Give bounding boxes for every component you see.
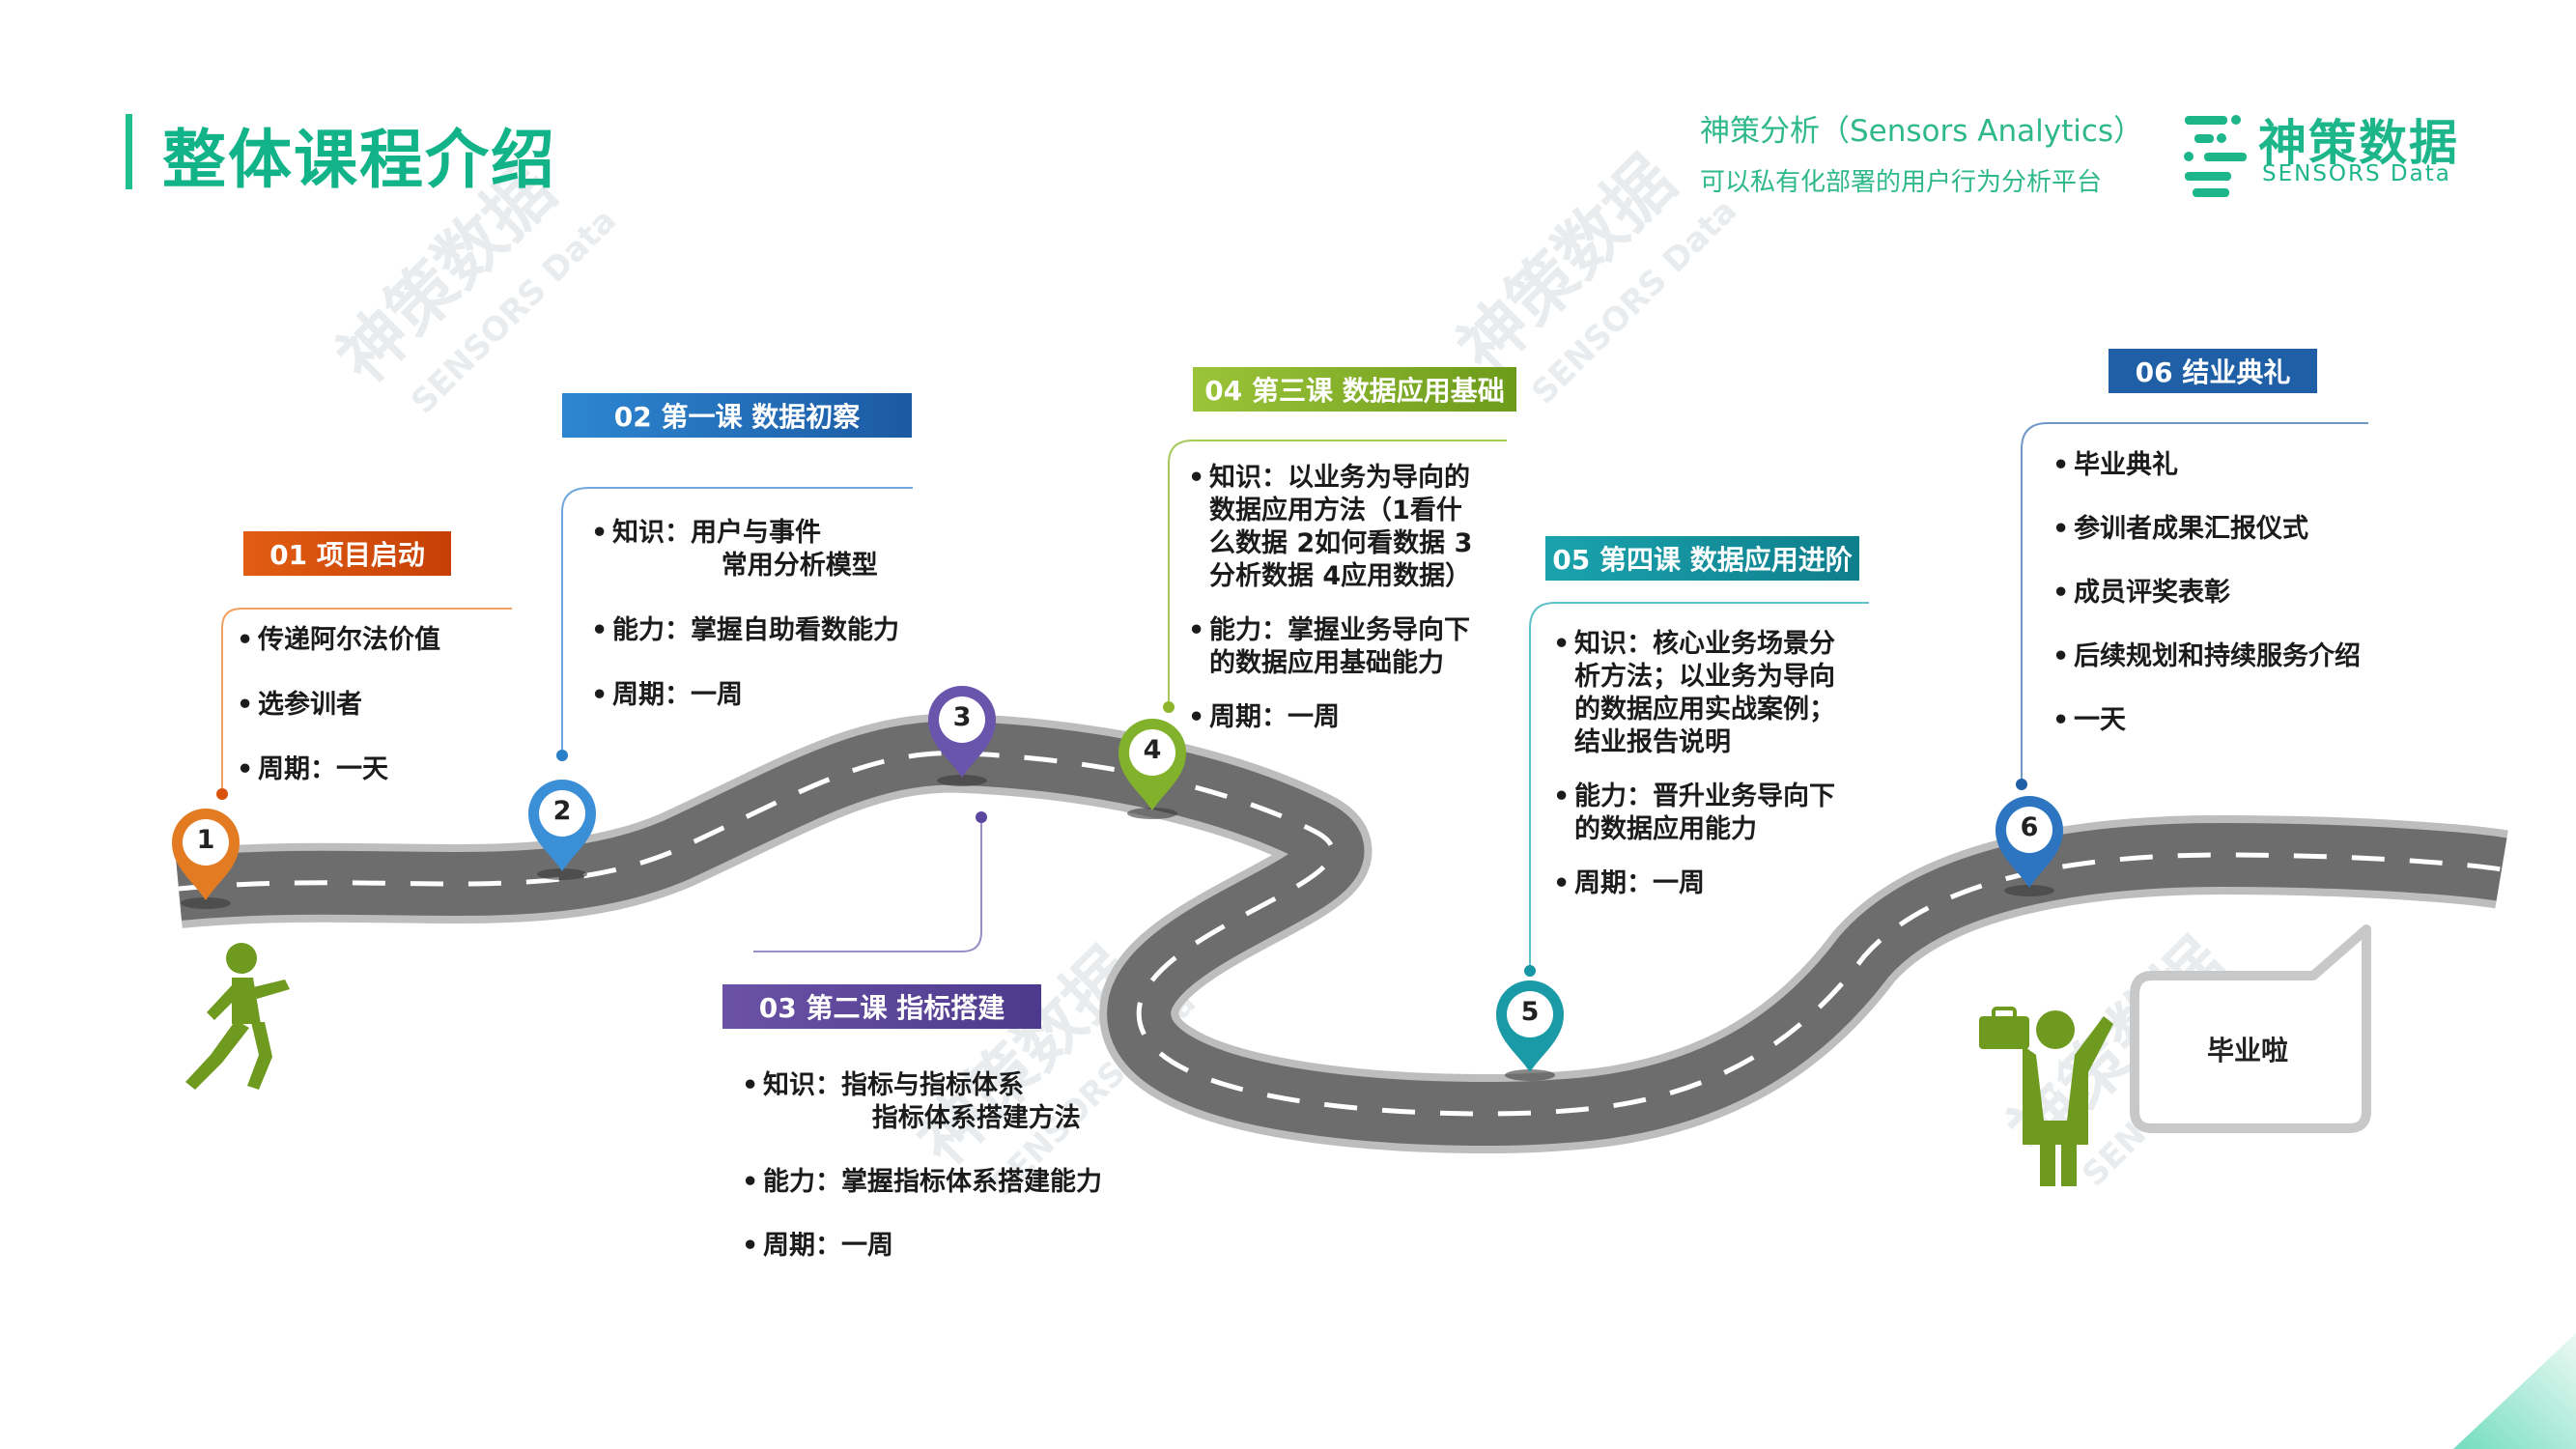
- list-item: 能力：掌握指标体系搭建能力: [742, 1166, 1102, 1199]
- stage-2-list: 知识：用户与事件 常用分析模型 能力：掌握自助看数能力 周期：一周: [591, 517, 899, 744]
- pin-number-5: 5: [1511, 997, 1549, 1027]
- stage-label-4: 04 第三课 数据应用基础: [1193, 367, 1516, 412]
- stage-6-list: 毕业典礼 参训者成果汇报仪式 成员评奖表彰 后续规划和持续服务介绍 一天: [2052, 449, 2361, 768]
- list-item: 成员评奖表彰: [2052, 577, 2361, 610]
- stage-3-list: 知识：指标与指标体系 指标体系搭建方法 能力：掌握指标体系搭建能力 周期：一周: [742, 1069, 1102, 1293]
- list-item: 能力：晋升业务导向下 的数据应用能力: [1553, 781, 1835, 846]
- list-item: 一天: [2052, 704, 2361, 737]
- corner-decoration: [2453, 1333, 2576, 1449]
- list-item: 知识：核心业务场景分 析方法；以业务为导向 的数据应用实战案例； 结业报告说明: [1553, 628, 1835, 759]
- title-accent-bar: [126, 114, 132, 189]
- stage-5-list: 知识：核心业务场景分 析方法；以业务为导向 的数据应用实战案例； 结业报告说明 …: [1553, 628, 1835, 922]
- pin-number-2: 2: [543, 796, 581, 826]
- page-title: 整体课程介绍: [162, 108, 556, 201]
- list-item: 后续规划和持续服务介绍: [2052, 640, 2361, 673]
- speech-bubble-text: 毕业啦: [2207, 1030, 2288, 1068]
- pin-number-1: 1: [186, 825, 225, 855]
- list-item: 毕业典礼: [2052, 449, 2361, 482]
- list-item: 选参训者: [237, 689, 440, 722]
- stage-1-list: 传递阿尔法价值 选参训者 周期：一天: [237, 624, 440, 818]
- logo-text-en: SENSORS Data: [2262, 161, 2451, 186]
- list-item: 周期：一周: [1188, 701, 1472, 734]
- list-item: 知识：以业务为导向的 数据应用方法（1看什 么数据 2如何看数据 3 分析数据 …: [1188, 462, 1472, 593]
- stage-label-3: 03 第二课 指标搭建: [722, 984, 1041, 1029]
- list-item: 知识：指标与指标体系 指标体系搭建方法: [742, 1069, 1102, 1135]
- stage-label-1: 01 项目启动: [243, 531, 451, 576]
- stage-4-list: 知识：以业务为导向的 数据应用方法（1看什 么数据 2如何看数据 3 分析数据 …: [1188, 462, 1472, 755]
- list-item: 知识：用户与事件 常用分析模型: [591, 517, 899, 582]
- list-item: 参训者成果汇报仪式: [2052, 513, 2361, 546]
- stage-label-6: 06 结业典礼: [2109, 349, 2317, 393]
- list-item: 能力：掌握业务导向下 的数据应用基础能力: [1188, 614, 1472, 680]
- list-item: 周期：一天: [237, 753, 440, 786]
- pin-number-3: 3: [943, 702, 981, 732]
- list-item: 周期：一周: [1553, 867, 1835, 900]
- sensors-logo-icon: [2184, 115, 2247, 197]
- stage-label-5: 05 第四课 数据应用进阶: [1545, 536, 1859, 581]
- list-item: 能力：掌握自助看数能力: [591, 614, 899, 647]
- brand-tagline: 神策分析（Sensors Analytics）: [1700, 106, 2143, 150]
- list-item: 周期：一周: [591, 679, 899, 712]
- pin-number-4: 4: [1133, 735, 1172, 765]
- pin-number-6: 6: [2010, 812, 2049, 842]
- stage-label-2: 02 第一课 数据初察: [562, 393, 912, 438]
- running-person-icon: [185, 943, 290, 1090]
- list-item: 传递阿尔法价值: [237, 624, 440, 657]
- brand-subtitle: 可以私有化部署的用户行为分析平台: [1700, 162, 2102, 198]
- list-item: 周期：一周: [742, 1230, 1102, 1263]
